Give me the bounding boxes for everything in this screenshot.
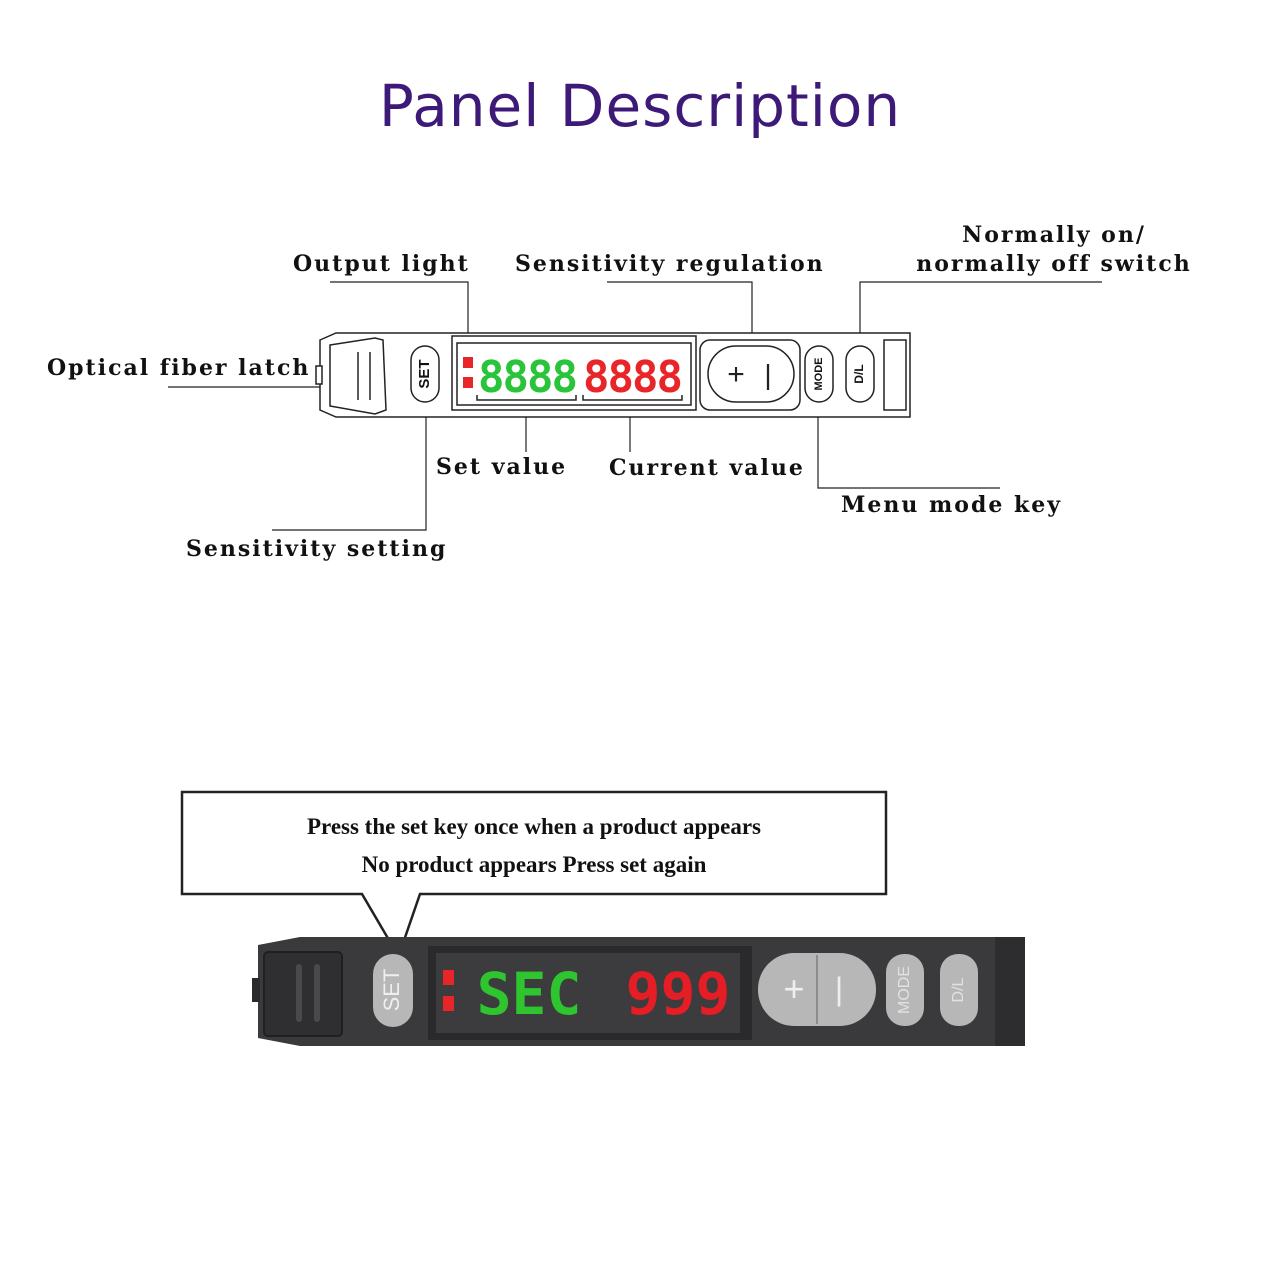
label-sensitivity-setting: Sensitivity setting	[186, 536, 448, 562]
label-sensitivity-regulation: Sensitivity regulation	[515, 251, 825, 277]
label-set-value: Set value	[436, 454, 568, 480]
diagram-plus-label: +	[727, 358, 745, 391]
photo-dl-button[interactable]	[940, 954, 978, 1026]
diagram-set-key	[410, 345, 440, 403]
sensitivity-setting-leader	[272, 405, 427, 531]
photo-current-value-digits: 999	[626, 960, 731, 1028]
output-led-2	[463, 377, 473, 388]
callout-text: Press the set key once when a product ap…	[182, 792, 886, 894]
photo-minus-button[interactable]	[817, 953, 876, 1026]
diagram-dl-key-label: D/L	[852, 364, 866, 383]
photo-mode-button[interactable]	[886, 954, 924, 1026]
label-normally-switch: Normally on/ normally off switch	[914, 221, 1194, 279]
photo-set-value-digits: SEC	[477, 960, 582, 1028]
output-led-1	[463, 357, 473, 368]
label-output-light: Output light	[293, 251, 470, 277]
diagram-minus-label: |	[764, 359, 771, 390]
photo-minus-label: |	[835, 971, 843, 1007]
photo-set-key-label: SET	[379, 969, 404, 1012]
photo-plus-label: +	[783, 968, 804, 1009]
label-optical-fiber-latch: Optical fiber latch	[47, 355, 311, 381]
page-title: Panel Description	[378, 72, 902, 140]
photo-set-button[interactable]	[373, 954, 413, 1027]
diagram-mode-key-label: MODE	[813, 358, 825, 391]
label-normally-switch-line2: normally off switch	[916, 251, 1192, 277]
photo-mode-key-label: MODE	[896, 966, 913, 1014]
diagram-dl-key	[845, 345, 875, 403]
diagram-device	[315, 332, 911, 418]
diagram-sensitivity-adjust-button[interactable]	[708, 346, 794, 402]
diagram-mode-button[interactable]	[805, 346, 833, 402]
label-menu-mode-key: Menu mode key	[841, 492, 1063, 518]
photo-mode-key	[886, 954, 924, 1026]
callout-line-2: No product appears Press set again	[361, 852, 707, 877]
diagram-set-key-label: SET	[416, 359, 433, 388]
diagram-mode-key	[804, 345, 834, 403]
normally-switch-leader	[859, 281, 1102, 342]
photo-output-led-1	[443, 970, 454, 985]
output-light-leader	[330, 281, 469, 340]
diagram-dl-button[interactable]	[846, 346, 874, 402]
sensitivity-regulation-leader	[607, 281, 753, 345]
callout-line-1: Press the set key once when a product ap…	[306, 814, 762, 839]
diagram-set-button[interactable]	[411, 346, 439, 402]
photo-plus-button[interactable]	[758, 953, 817, 1026]
label-current-value: Current value	[609, 455, 805, 481]
photo-dl-key	[940, 954, 978, 1026]
diagram-current-value-digits: 8888	[583, 352, 681, 403]
diagram-plus-minus-key	[707, 345, 795, 403]
photo-dl-key-label: D/L	[950, 977, 967, 1002]
photo-device	[252, 937, 1025, 1046]
photo-output-led-2	[443, 996, 454, 1011]
photo-set-key	[373, 954, 413, 1027]
label-normally-switch-line1: Normally on/	[962, 222, 1146, 248]
menu-mode-leader	[817, 405, 1000, 489]
diagram-set-value-digits: 8888	[478, 352, 576, 403]
